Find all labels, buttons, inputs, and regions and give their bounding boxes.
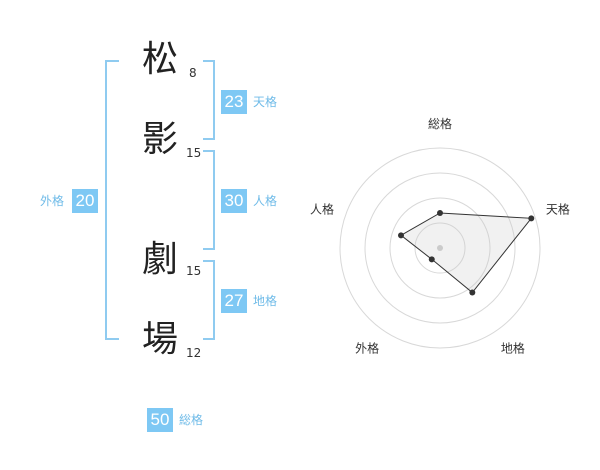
radar-axis-label-1: 総格 xyxy=(428,116,452,131)
name-char-4: 場 xyxy=(141,319,178,360)
stroke-count-1: 8 xyxy=(189,66,197,80)
radar-ring-3 xyxy=(364,172,516,324)
radar-point-3 xyxy=(469,289,476,296)
radar-chart: 総格天格地格 外格 人格 xyxy=(300,110,600,370)
radar-point-2 xyxy=(528,215,535,222)
radar-axis-label-3: 地格 xyxy=(501,340,525,355)
tenkaku-value: 23 xyxy=(221,90,247,114)
name-char-1: 松 xyxy=(141,39,178,80)
radar-point-5 xyxy=(398,232,405,239)
radar-point-1 xyxy=(437,210,443,216)
tenkaku-bracket xyxy=(203,60,215,140)
radar-center-dot xyxy=(437,245,443,251)
jinkaku-bracket xyxy=(203,150,215,250)
radar-ring-4 xyxy=(339,147,541,349)
radar-axis-label-4: 外格 xyxy=(355,340,379,355)
stroke-count-4: 12 xyxy=(186,346,202,360)
soukaku-label: 総格 xyxy=(179,413,204,427)
radar-axis-label-2: 天格 xyxy=(546,202,570,217)
soukaku-value: 50 xyxy=(147,408,173,432)
radar-axis-label-5: 人格 xyxy=(310,202,334,217)
radar-area xyxy=(400,212,533,294)
jinkaku-value: 30 xyxy=(221,189,247,213)
stroke-count-2: 15 xyxy=(186,146,202,160)
gaikaku-label: 外格 xyxy=(40,194,65,208)
tenkaku-label: 天格 xyxy=(253,95,278,109)
name-char-3: 劇 xyxy=(141,239,178,280)
radar-ring-2 xyxy=(389,197,491,299)
chikaku-bracket xyxy=(203,260,215,340)
chikaku-value: 27 xyxy=(221,289,247,313)
gaikaku-value: 20 xyxy=(72,189,98,213)
name-char-2: 影 xyxy=(141,119,178,160)
stroke-count-3: 15 xyxy=(186,264,202,278)
radar-point-4 xyxy=(428,256,435,263)
radar-ring-1 xyxy=(414,222,466,274)
chikaku-label: 地格 xyxy=(253,294,278,308)
jinkaku-label: 人格 xyxy=(253,194,278,208)
gaikaku-bracket xyxy=(105,60,119,340)
